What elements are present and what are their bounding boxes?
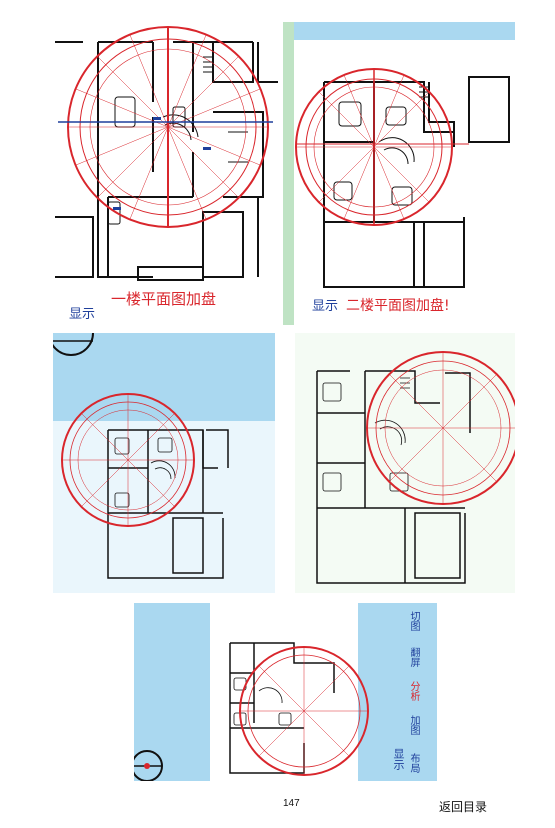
panel-plan-compass	[295, 333, 515, 593]
panel-plan-sky	[53, 333, 275, 593]
menu-item-show[interactable]: 显示	[392, 748, 405, 770]
panel-second-floor-plan: 显示 二楼平面图加盘!	[294, 22, 515, 325]
floor-plan-drawing	[55, 26, 278, 281]
back-to-contents-link[interactable]: 返回目录	[439, 800, 488, 814]
panel-title: 二楼平面图加盘!	[346, 298, 450, 314]
sky-band	[358, 603, 437, 781]
floor-plan-drawing	[316, 351, 515, 584]
vertical-toolbar: 布局 加图 分析 翻屏 切图 显示	[386, 603, 437, 781]
compass-dial	[58, 26, 273, 228]
compass-dial	[61, 393, 195, 527]
show-label: 显示	[312, 299, 339, 314]
floor-plan-drawing	[53, 333, 229, 579]
menu-item-cut-image[interactable]: 切图	[408, 611, 419, 631]
floor-plan-drawing	[134, 642, 369, 781]
panel-title: 一楼平面图加盘	[111, 290, 217, 308]
menu-item-analysis[interactable]: 分析	[408, 681, 419, 701]
compass-dial	[239, 646, 369, 776]
compass-dial	[366, 351, 515, 505]
divider-strip	[283, 22, 294, 325]
menu-item-flip-screen[interactable]: 翻屏	[408, 647, 419, 667]
show-label: 显示	[69, 307, 96, 322]
menu-item-add-image[interactable]: 加图	[408, 715, 419, 735]
sky-band	[53, 421, 275, 593]
compass-dial	[295, 68, 469, 226]
sky-band	[294, 22, 515, 40]
menu-item-layout[interactable]: 布局	[408, 753, 419, 773]
panel-plan-toolbar: 布局 加图 分析 翻屏 切图 显示	[134, 603, 437, 781]
panel-first-floor-plan: 显示 一楼平面图加盘	[53, 22, 281, 325]
page-number: 147	[283, 798, 300, 809]
floor-plan-drawing	[295, 68, 510, 288]
